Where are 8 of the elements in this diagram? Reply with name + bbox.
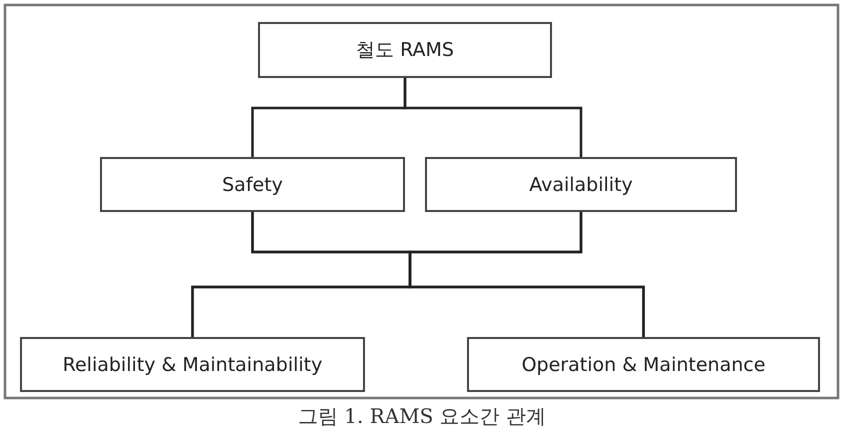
category-box: Reliability & Maintainability (20, 337, 365, 392)
connector-line (408, 212, 645, 337)
figure-caption: 그림 1. RAMS 요소간 관계 (296, 403, 548, 430)
category-box: Operation & Maintenance (467, 337, 820, 392)
category-box: Availability (425, 157, 737, 212)
category-box: Safety (100, 157, 405, 212)
category-box: 철도 RAMS (258, 22, 552, 78)
connector-line (404, 78, 582, 157)
